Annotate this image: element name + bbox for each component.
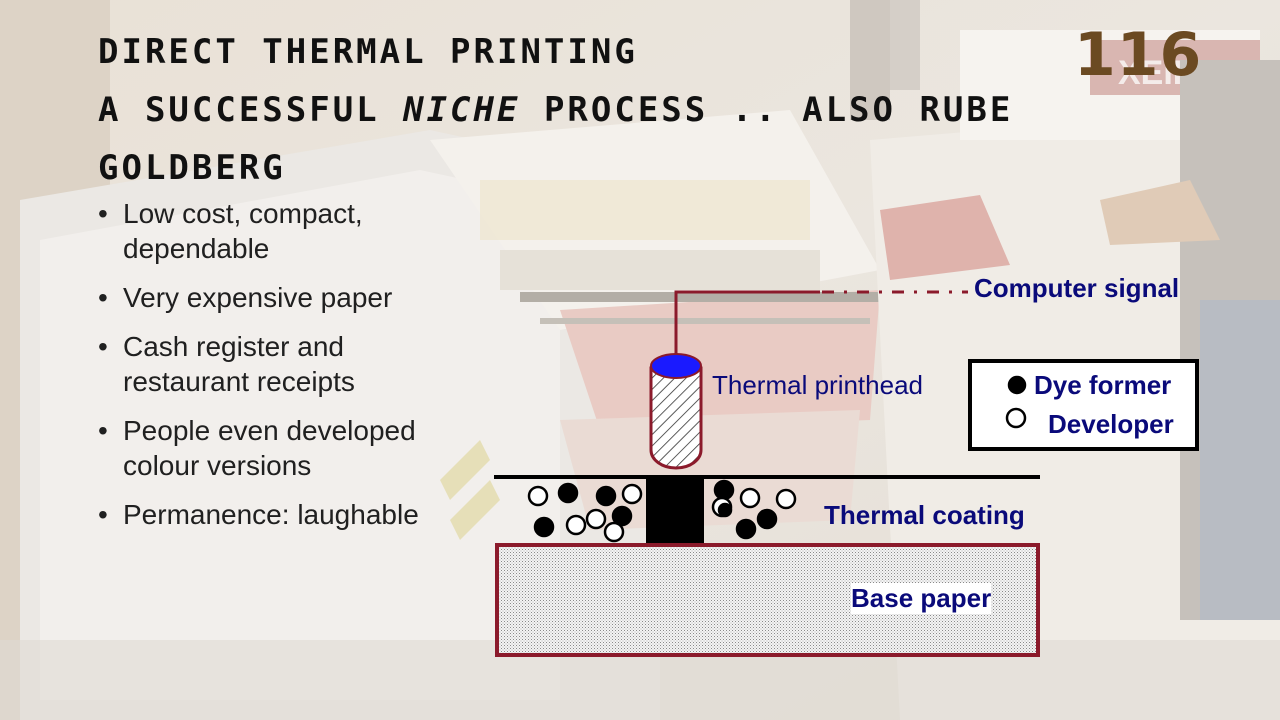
developer-particle [603,521,625,543]
thermal-coating-label: Thermal coating [824,500,1025,530]
legend-developer-label: Developer [1048,409,1174,439]
title-line-2-end: process .. Also Rube [520,90,1014,130]
dye-former-particle [756,508,778,530]
base-paper-label: Base paper [851,583,992,614]
title-line-1: Direct Thermal Printing [98,32,638,72]
computer-signal-label: Computer signal [974,273,1180,303]
legend-developer-swatch [1005,407,1027,429]
bullet-item: Low cost, compact, dependable [98,196,468,266]
bullet-item: Permanence: laughable [98,497,468,532]
dye-former-particle [611,505,633,527]
dye-former-particle [717,502,733,518]
title-emphasis: niche [403,90,521,130]
bullet-item: Cash register and restaurant receipts [98,329,468,399]
bullet-list: Low cost, compact, dependable Very expen… [98,196,468,546]
bullet-item: People even developed colour versions [98,413,468,483]
title-line-2: A successful niche process .. Also Rube [98,88,1013,132]
slide-number: 116 [1074,20,1203,90]
printed-mark [646,479,704,543]
developer-particle [621,483,643,505]
printhead [649,353,703,470]
developer-particle [739,487,761,509]
title-line-3: Goldberg [98,148,286,188]
coating-particles [527,479,797,543]
developer-particle [565,514,587,536]
developer-particle [527,485,549,507]
legend-dye-former-label: Dye former [1034,370,1172,400]
thermal-printhead-label: Thermal printhead [712,370,923,400]
printhead-cap [650,353,702,379]
dye-former-particle [557,482,579,504]
dye-former-particle [533,516,555,538]
developer-particle [775,488,797,510]
legend-box [968,359,1199,451]
dye-former-particle [595,485,617,507]
developer-particle [585,508,607,530]
dye-former-particle [735,518,757,540]
title-line-2-start: A successful [98,90,404,130]
dye-former-particle [713,479,735,501]
signal-wire [674,290,820,360]
bullet-item: Very expensive paper [98,280,468,315]
legend-dye-former-swatch [1007,375,1027,395]
